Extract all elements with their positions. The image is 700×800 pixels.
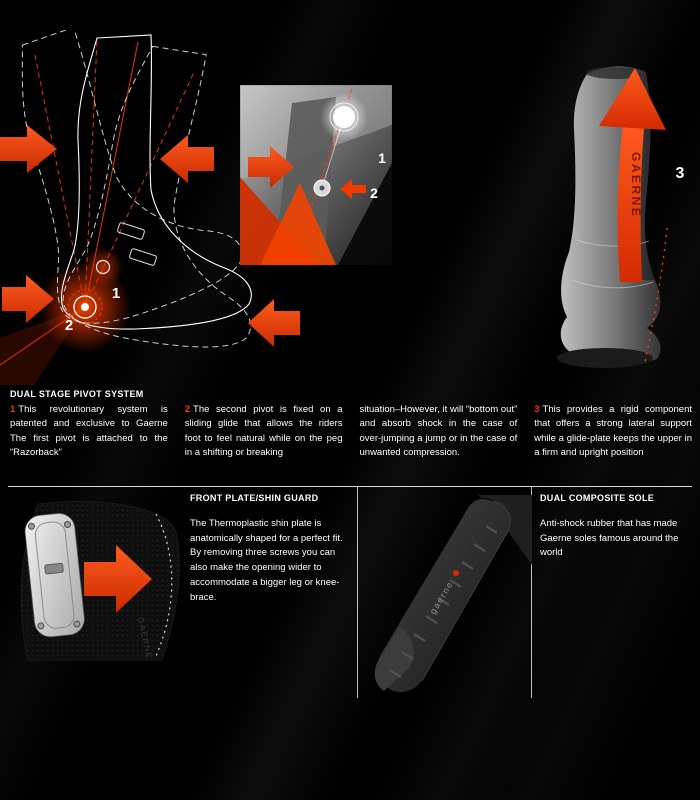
boot-buckles <box>117 222 157 266</box>
inset-number-1: 1 <box>378 150 386 166</box>
red-accent-dot <box>453 570 459 576</box>
heel-block <box>374 627 414 691</box>
pivot-paragraph-1: This revolutionary system is patented an… <box>10 404 168 458</box>
arrow-left-lower-icon <box>248 299 300 347</box>
boot-upper-corner <box>478 495 532 565</box>
sole-heading: DUAL COMPOSITE SOLE <box>540 493 655 503</box>
lower-pivot-center <box>319 185 325 191</box>
shadow-wedge <box>338 163 392 265</box>
front-plate-paragraph: The Thermoplastic shin plate is anatomic… <box>190 518 343 603</box>
brand-vertical-label: GAERNE <box>629 152 643 218</box>
upper-pivot-ring <box>329 102 359 132</box>
pivot-paragraph-2: The second pivot is fixed on a sliding g… <box>184 404 343 458</box>
sole-edge-highlight <box>421 500 511 682</box>
red-overlay-bright <box>260 183 336 265</box>
upper-pivot-dot <box>333 106 355 128</box>
arrow-right-inset-icon <box>248 146 294 188</box>
boot-main-outline <box>60 34 252 330</box>
callout-number-1: 1 <box>112 285 120 302</box>
pivot-section-heading: DUAL STAGE PIVOT SYSTEM <box>10 389 144 399</box>
inset-number-2: 2 <box>370 185 378 201</box>
arrow-up-shaft <box>617 124 644 282</box>
pivot-glow-upper <box>83 247 123 287</box>
front-plate-heading: FRONT PLATE/SHIN GUARD <box>190 493 319 503</box>
arrow-left-small-icon <box>340 179 366 199</box>
arrow-right-upper-icon <box>0 125 57 173</box>
pivot-paragraph-4: This provides a rigid component that off… <box>534 404 692 458</box>
front-plate-photo: GAERNE <box>20 501 180 661</box>
horizontal-divider <box>8 486 692 487</box>
paragraph-number-2: 2 <box>184 404 191 415</box>
pivot-system-wireframe-illustration: 1 2 <box>0 30 300 385</box>
callout-number-3: 3 <box>676 165 685 182</box>
shin-plate <box>24 513 85 638</box>
vertical-divider-left <box>357 486 358 698</box>
vertical-divider-right <box>531 486 532 698</box>
boot-strap-lines <box>572 239 654 289</box>
arrow-up-head-icon <box>599 68 666 130</box>
arrow-left-upper-icon <box>160 135 214 183</box>
paragraph-number-3: 3 <box>534 404 540 415</box>
plate-screws <box>27 521 81 630</box>
pivot-column-3: situation–However, it will “bottom out” … <box>360 403 518 460</box>
sole-paragraph: Anti-shock rubber that has made Gaerne s… <box>540 518 679 559</box>
paragraph-number-1: 1 <box>10 404 16 415</box>
boot-sole-base <box>557 348 653 368</box>
rear-boot-illustration: GAERNE 3 <box>557 66 685 368</box>
arrow-right-lower-icon <box>2 275 54 323</box>
boot-ghost-outlines <box>21 30 251 348</box>
callout-number-2: 2 <box>65 317 73 334</box>
sole-photo: gaerne <box>374 495 532 693</box>
red-dotted-guide-line <box>644 227 668 363</box>
arrow-right-plate-icon <box>84 545 152 613</box>
tread-marks <box>389 524 498 679</box>
pivot-hardware <box>67 259 111 325</box>
pivot-paragraph-3: situation–However, it will “bottom out” … <box>359 404 518 458</box>
pivot-closeup-inset: 1 2 <box>240 85 392 265</box>
red-arrows <box>0 125 300 347</box>
